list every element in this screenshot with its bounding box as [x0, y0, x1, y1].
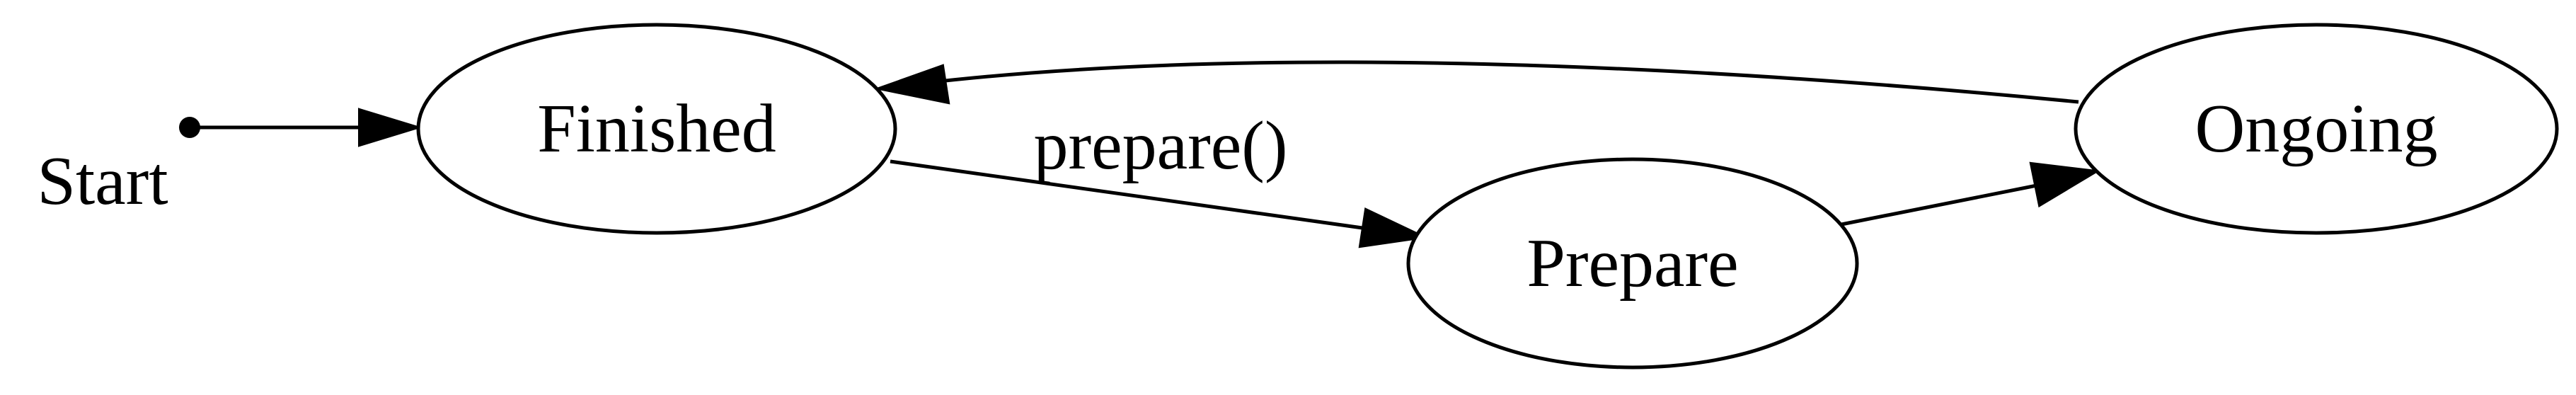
state-label-finished: Finished	[537, 91, 776, 167]
start-label: Start	[37, 143, 168, 219]
arrowhead	[1358, 207, 1429, 248]
arrowhead	[2029, 161, 2101, 208]
edge-prepare-to-ongoing	[1837, 161, 2101, 227]
state-ellipse	[1406, 157, 1859, 370]
state-ellipse	[2074, 23, 2559, 235]
edge-line	[919, 60, 2079, 104]
state-node-prepare: Prepare	[1406, 157, 1859, 370]
state-node-ongoing: Ongoing	[2074, 23, 2559, 235]
arrowhead	[358, 108, 422, 147]
edge-ongoing-to-finished	[873, 60, 2079, 105]
edge-finished-to-prepare: prepare()	[890, 108, 1429, 248]
edge-line	[1837, 183, 2037, 227]
edge-line	[890, 159, 1363, 230]
edge-start-to-finished	[190, 108, 422, 147]
arrowhead	[873, 64, 950, 105]
state-node-finished: Finished	[416, 23, 897, 235]
state-label-ongoing: Ongoing	[2195, 91, 2438, 167]
start-point: Start	[37, 117, 200, 219]
edge-label-prepare-call: prepare()	[1033, 108, 1287, 184]
state-ellipse	[416, 23, 897, 235]
state-label-prepare: Prepare	[1526, 225, 1738, 302]
